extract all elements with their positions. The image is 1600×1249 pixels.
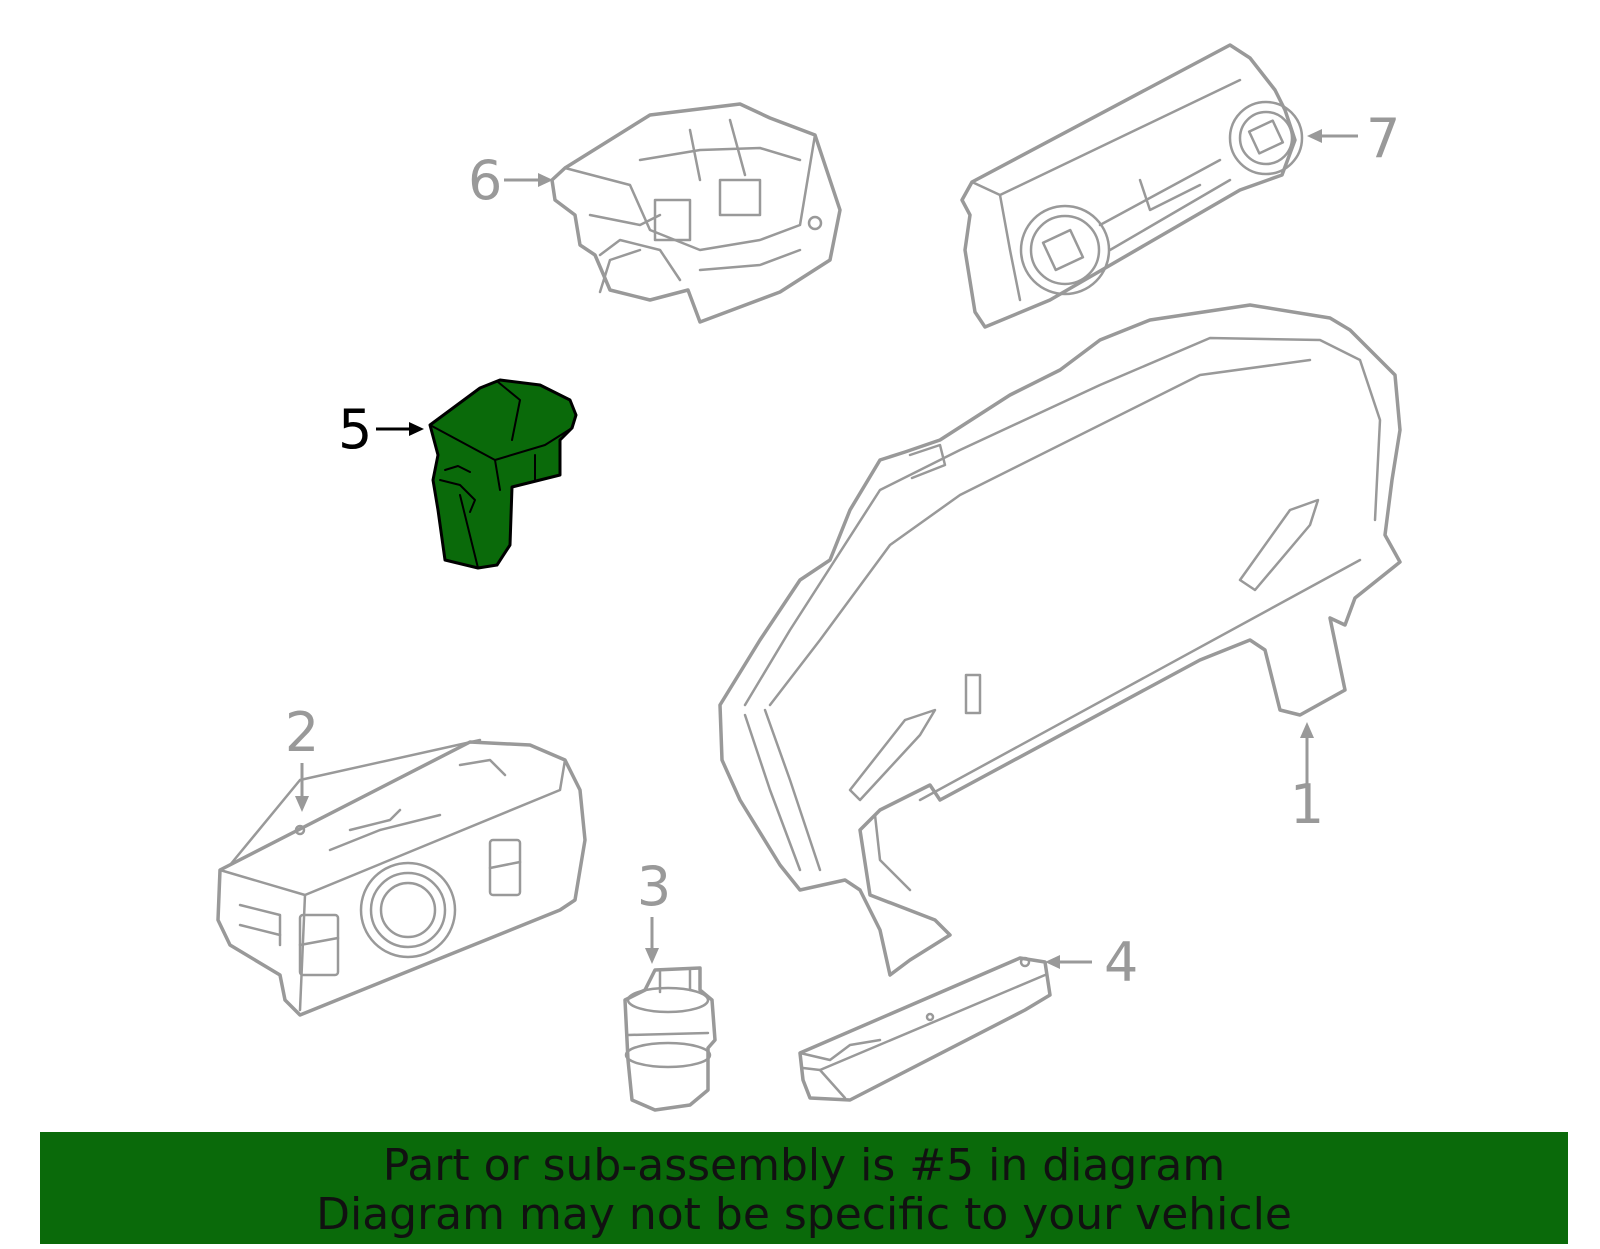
banner-line-2: Diagram may not be specific to your vehi… xyxy=(316,1189,1292,1240)
part-7-climate-panel xyxy=(960,43,1304,329)
part-6-module xyxy=(550,102,842,324)
info-banner: Part or sub-assembly is #5 in diagram Di… xyxy=(40,1132,1568,1244)
callout-number-5: 5 xyxy=(338,398,372,461)
part-2-headlamp-switch xyxy=(216,738,587,1017)
callout-5[interactable]: 5 xyxy=(338,398,424,461)
callout-4: 4 xyxy=(1045,931,1138,994)
banner-line-1: Part or sub-assembly is #5 in diagram xyxy=(382,1140,1226,1191)
callout-number-4: 4 xyxy=(1104,931,1138,994)
part-4-module-strip xyxy=(798,956,1052,1102)
part-3-push-button xyxy=(623,966,717,1112)
callout-2: 2 xyxy=(285,701,319,812)
part-5-switch-highlighted[interactable] xyxy=(428,378,578,570)
callout-3: 3 xyxy=(637,855,671,964)
callout-number-3: 3 xyxy=(637,855,671,918)
callout-number-2: 2 xyxy=(285,701,319,764)
callout-1: 1 xyxy=(1290,722,1324,836)
callout-number-7: 7 xyxy=(1366,107,1400,170)
callout-7: 7 xyxy=(1307,107,1400,170)
part-1-instrument-cluster xyxy=(718,303,1402,977)
callout-number-1: 1 xyxy=(1290,773,1324,836)
callout-6: 6 xyxy=(468,149,553,212)
callout-number-6: 6 xyxy=(468,149,502,212)
